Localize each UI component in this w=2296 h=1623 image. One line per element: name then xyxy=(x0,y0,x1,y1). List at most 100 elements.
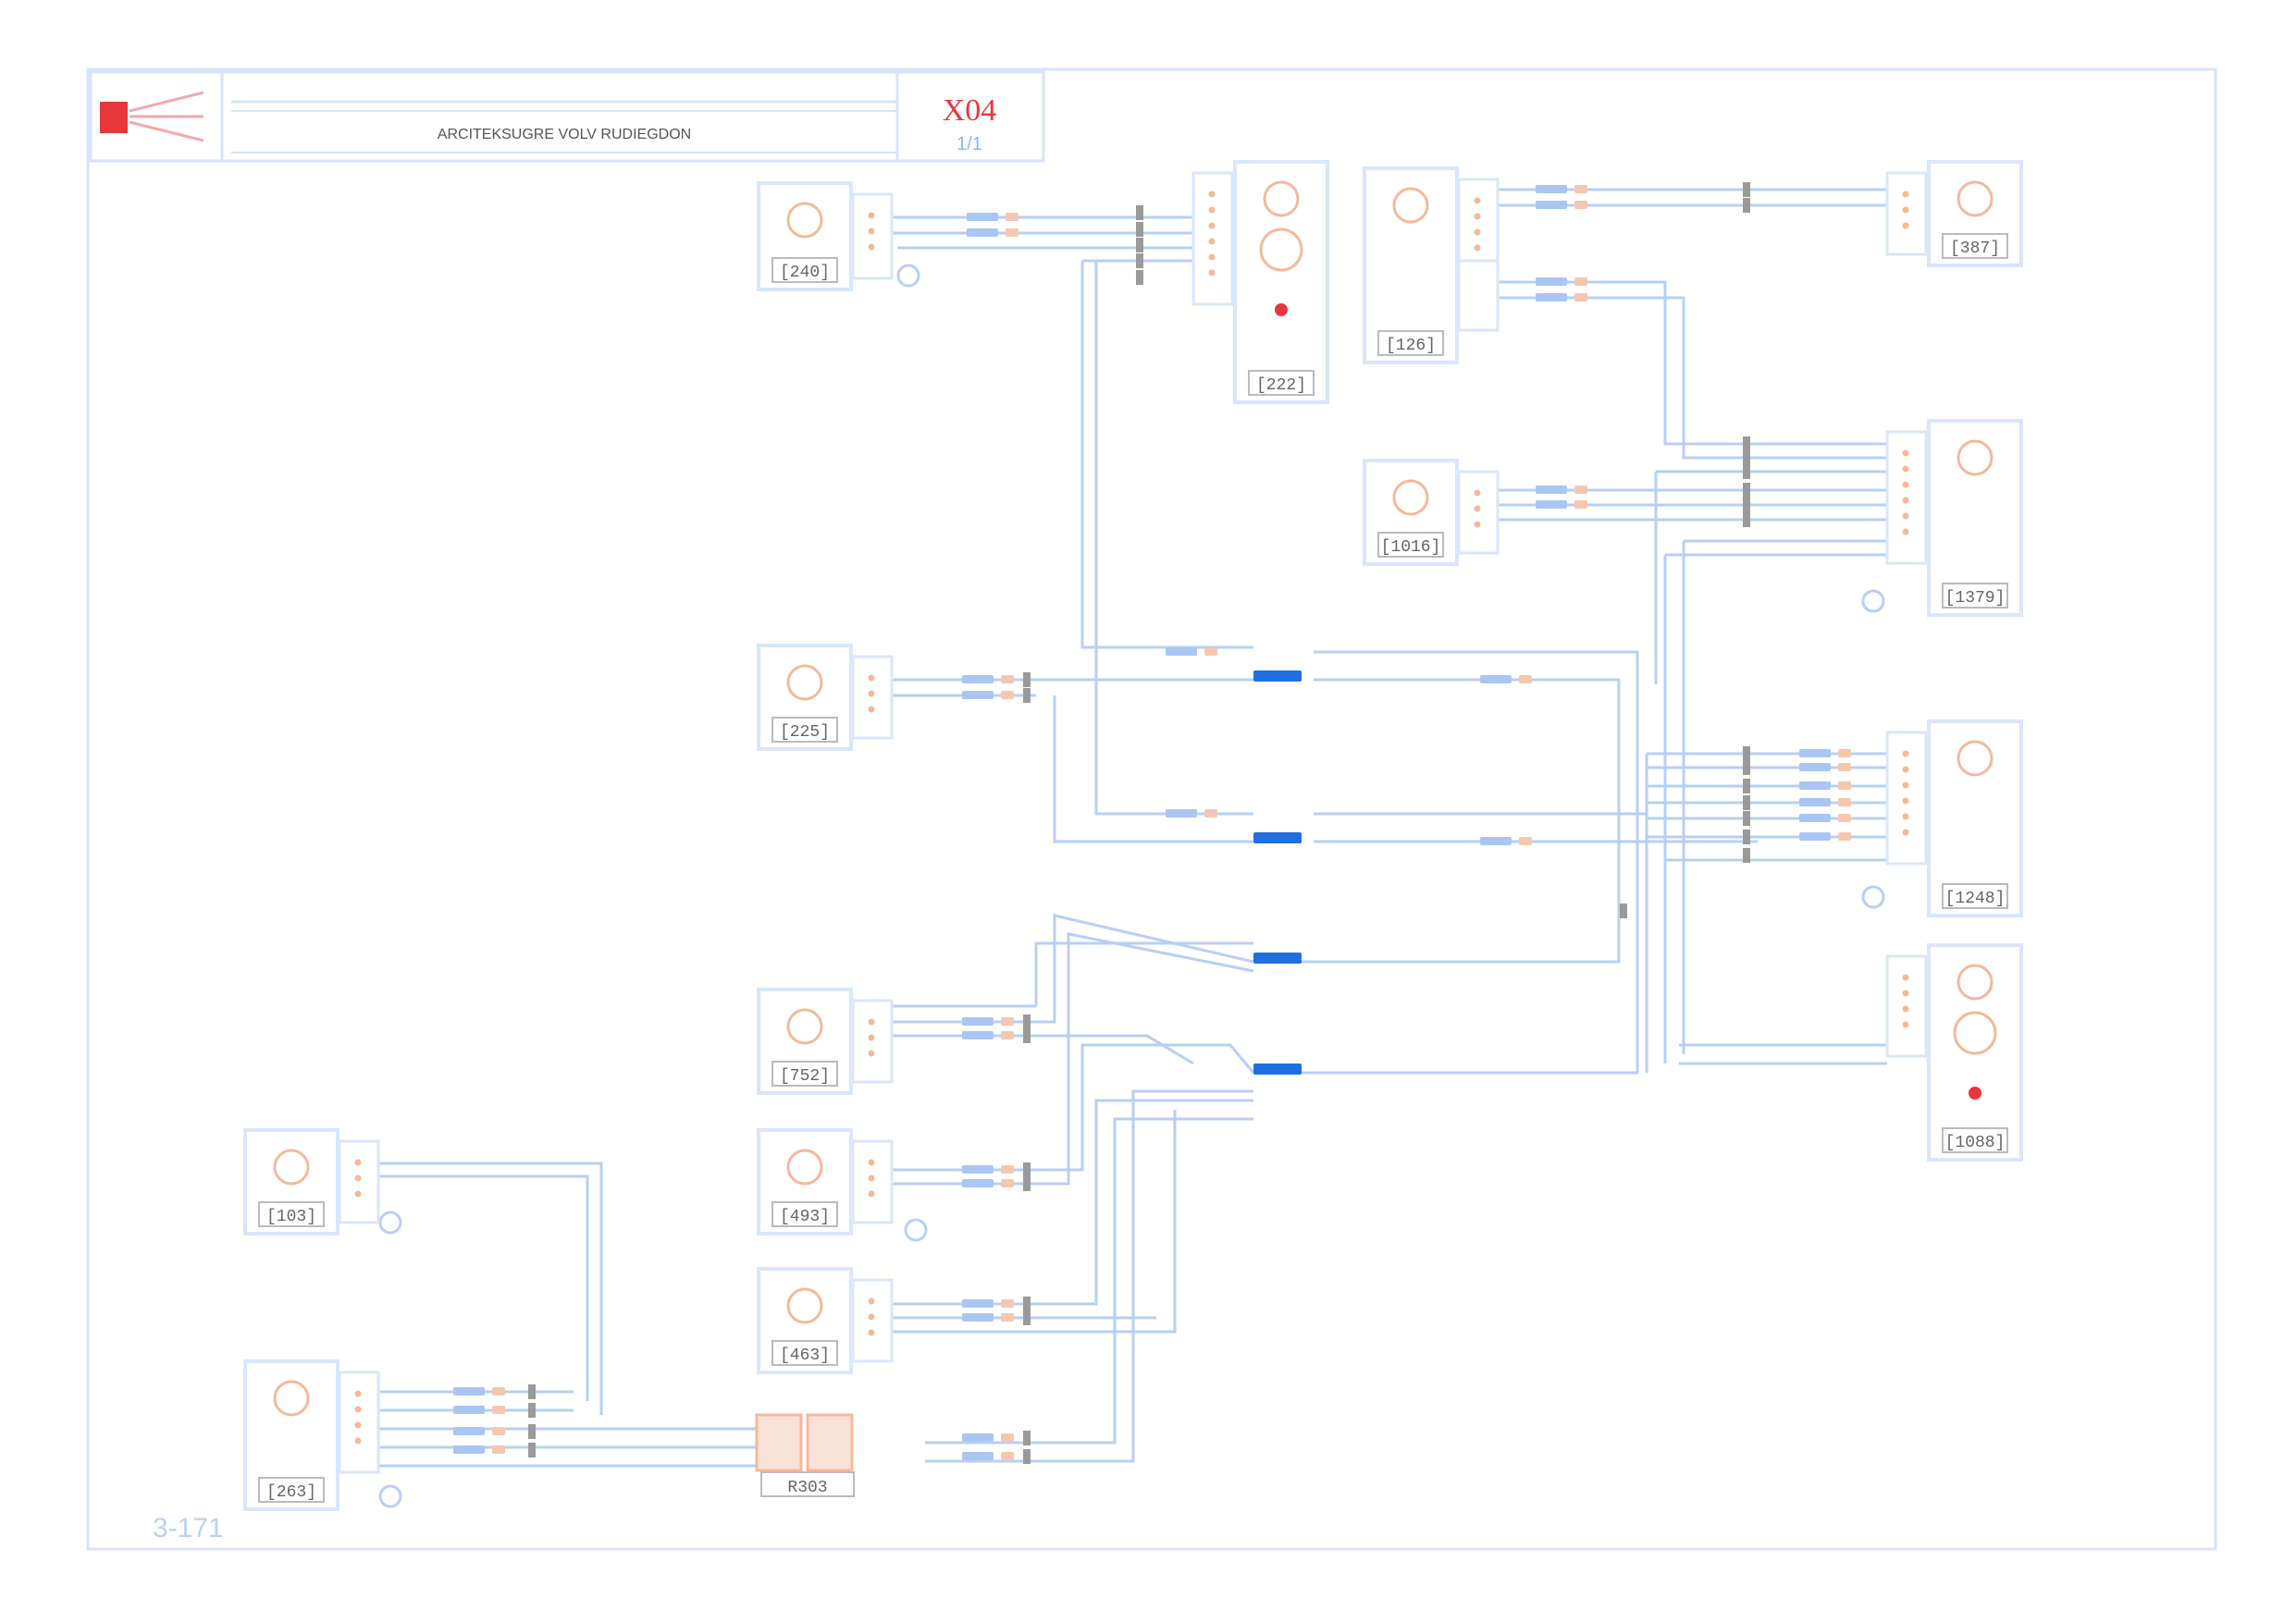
wire-24 xyxy=(1295,678,1621,964)
component-symbol-icon xyxy=(1392,479,1429,516)
connector-tick-21 xyxy=(1023,688,1031,703)
wire-tag-orange-29 xyxy=(1838,798,1851,806)
wire-tag-orange-25 xyxy=(492,1445,505,1454)
splice-1 xyxy=(1253,832,1302,843)
wire-tag-orange-6 xyxy=(1574,486,1587,494)
label-box xyxy=(772,1340,838,1366)
label-box xyxy=(772,1201,838,1227)
label-box xyxy=(258,1477,325,1503)
wire-tag-orange-15 xyxy=(1001,1031,1014,1039)
component-symbol-icon xyxy=(1259,227,1303,272)
component-label: [263] xyxy=(266,1483,316,1502)
wire-tag-blue-20 xyxy=(962,1433,994,1442)
connector-tick-25 xyxy=(1023,1176,1031,1191)
connector-tick-20 xyxy=(1023,672,1031,687)
pin xyxy=(1902,750,1909,757)
connector-tick-33 xyxy=(528,1443,536,1457)
connector-tick-34 xyxy=(1620,904,1627,918)
wire-tag-blue-28 xyxy=(1799,781,1831,790)
connector-tick-10 xyxy=(1743,483,1750,498)
pin xyxy=(1208,253,1216,261)
component-label: [493] xyxy=(780,1208,830,1226)
wire-tag-orange-1 xyxy=(1006,228,1018,237)
wire-tag-orange-20 xyxy=(1001,1433,1014,1442)
connector-strip xyxy=(851,192,894,280)
wire-tag-orange-8 xyxy=(1001,675,1014,683)
connector-tick-24 xyxy=(1023,1162,1031,1177)
pin xyxy=(1902,781,1909,789)
wire-tag-orange-14 xyxy=(1001,1017,1014,1026)
wire-tag-orange-10 xyxy=(1204,647,1217,656)
pin xyxy=(868,674,875,682)
component-387: [387] xyxy=(1885,160,2023,267)
wire-tag-orange-12 xyxy=(1519,675,1532,683)
component-symbol-icon xyxy=(1957,180,1994,217)
pin xyxy=(868,1329,875,1336)
component-463: [463] xyxy=(757,1267,894,1374)
component-symbol-icon xyxy=(1957,740,1994,777)
ground-icon-4 xyxy=(904,1218,928,1242)
wire-tag-orange-11 xyxy=(1204,809,1217,818)
wire-10 xyxy=(1489,296,1887,460)
pin xyxy=(1474,244,1481,252)
component-1016: [1016] xyxy=(1363,459,1500,566)
pin xyxy=(1902,206,1909,214)
components-layer: [240][222][126][387][1016][1379][225][12… xyxy=(243,160,2023,1511)
component-103: [103] xyxy=(243,1128,380,1236)
connector-strip xyxy=(851,999,894,1084)
label-box xyxy=(1942,883,2008,909)
component-symbol-icon xyxy=(1392,187,1429,224)
connector-strip xyxy=(851,655,894,740)
pin xyxy=(1902,797,1909,805)
wire-tag-blue-23 xyxy=(453,1406,485,1414)
connector-strip xyxy=(338,1371,380,1474)
ref-sub: 1/1 xyxy=(957,134,982,154)
pin xyxy=(354,1437,362,1445)
pin xyxy=(1208,269,1216,277)
connector-tick-0 xyxy=(1136,205,1143,220)
connector-tick-18 xyxy=(1743,830,1750,844)
pin xyxy=(354,1390,362,1397)
splice-3 xyxy=(1253,1064,1302,1075)
wire-tag-blue-10 xyxy=(1166,647,1197,656)
wire-49 xyxy=(883,1110,1177,1334)
wire-tag-orange-5 xyxy=(1574,293,1587,301)
connector-tick-5 xyxy=(1743,182,1750,197)
pin xyxy=(868,1190,875,1198)
connector-tick-2 xyxy=(1136,238,1143,252)
pin xyxy=(868,1159,875,1166)
wire-44 xyxy=(925,1089,1253,1463)
label-box xyxy=(1942,1127,2008,1153)
wire-25 xyxy=(1295,650,1639,1075)
connector-tick-29 xyxy=(1023,1449,1031,1464)
wire-tag-blue-27 xyxy=(1799,763,1831,771)
wire-tag-blue-4 xyxy=(1536,277,1567,286)
component-symbol-icon xyxy=(1957,439,1994,476)
connector-tick-28 xyxy=(1023,1431,1031,1445)
component-1379: [1379] xyxy=(1885,419,2023,617)
wire-42 xyxy=(925,1117,1253,1445)
connector-tick-31 xyxy=(528,1403,536,1418)
indicator-dot-icon xyxy=(1275,303,1288,316)
wire-tag-orange-27 xyxy=(1838,763,1851,771)
component-240: [240] xyxy=(757,181,894,291)
pin xyxy=(1902,990,1909,997)
label-box xyxy=(1942,583,2008,609)
pin xyxy=(1902,449,1909,457)
pin xyxy=(1902,465,1909,473)
wire-tag-orange-31 xyxy=(1838,832,1851,841)
pin xyxy=(1902,766,1909,773)
label-box xyxy=(772,1061,838,1087)
ground-icon-0 xyxy=(896,264,920,288)
wire-tag-blue-17 xyxy=(962,1179,994,1187)
component-symbol-icon xyxy=(273,1149,310,1186)
label-box xyxy=(1377,532,1444,558)
wire-tag-blue-25 xyxy=(453,1445,485,1454)
pin xyxy=(1902,222,1909,229)
component-493: [493] xyxy=(757,1128,894,1236)
wire-tag-blue-9 xyxy=(962,691,994,699)
label-box xyxy=(1248,370,1315,396)
connector-strip xyxy=(1457,470,1500,555)
label-box xyxy=(1942,233,2008,259)
pin xyxy=(1902,191,1909,198)
